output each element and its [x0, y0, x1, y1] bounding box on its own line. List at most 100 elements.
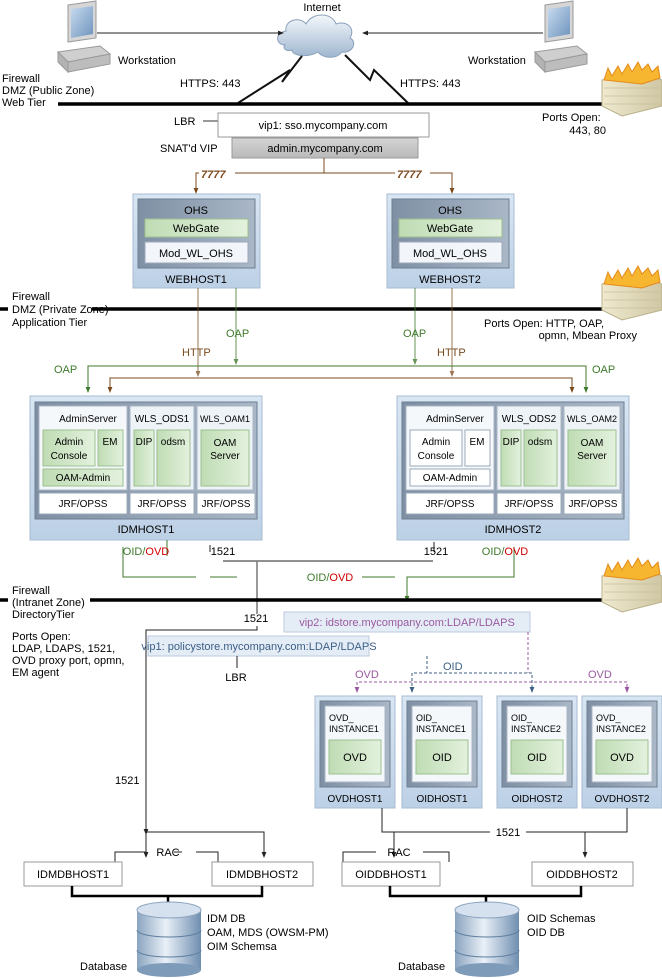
instance-label-2: INSTANCE1	[416, 724, 466, 734]
dir-host-name: OVDHOST2	[594, 794, 649, 805]
oiddbhost1-label: OIDDBHOST1	[355, 869, 427, 881]
oid-db-label-1: OID Schemas	[527, 913, 596, 925]
oid-ovd-label-center: OID/OVD	[307, 572, 354, 584]
jrf-opss-label: JRF/OPSS	[59, 499, 108, 510]
ovd-text: OVD	[329, 572, 353, 584]
fire	[603, 60, 661, 85]
vip1-policystore-label: vip1: policystore.mycompany.com:LDAP/LDA…	[141, 641, 376, 653]
https-link-left	[237, 55, 303, 104]
component-label: OVD	[343, 752, 367, 764]
mod-wl-ohs-label: Mod_WL_OHS	[159, 248, 233, 260]
mod-wl-ohs-label: Mod_WL_OHS	[413, 248, 487, 260]
odsm-box	[156, 429, 191, 487]
workstation-right-label: Workstation	[468, 55, 526, 67]
web-tier-firewall-label-1: Firewall	[2, 73, 40, 85]
db-and-directory-links	[122, 540, 515, 614]
oid-ovd-label-right: OID/OVD	[482, 546, 529, 558]
oap-label-far-right: OAP	[592, 364, 615, 376]
idm-db-link	[143, 626, 258, 835]
fire	[603, 264, 661, 289]
app-tier-ports-label-1: Ports Open: HTTP, OAP,	[484, 318, 604, 330]
idm-db-label-2: OAM, MDS (OWSM-PM)	[207, 927, 329, 939]
dip-box	[500, 429, 522, 487]
web-tier-firewall-label-3: Web Tier	[2, 97, 46, 109]
wls-oam-label: WLS_OAM1	[200, 414, 250, 424]
port-1521-oiddb-label: 1521	[496, 827, 520, 839]
oam-server-label-1: OAM	[581, 438, 604, 449]
vip1-policystore-box	[147, 635, 370, 657]
instance-label-1: OVD_	[596, 713, 622, 723]
odsm-label: odsm	[528, 437, 552, 448]
app-tier-ports-label-2: opmn, Mbean Proxy	[539, 330, 638, 342]
instance-label-2: INSTANCE1	[329, 724, 379, 734]
component-box	[595, 739, 649, 775]
admin-server-label: AdminServer	[59, 414, 117, 425]
oam-admin-box	[409, 468, 491, 487]
slash-text: /	[326, 572, 330, 584]
instance-label-2: INSTANCE2	[511, 724, 561, 734]
port-1521-dir-label: 1521	[244, 613, 268, 625]
oam-server-box	[200, 429, 250, 487]
oam-server-box	[567, 429, 617, 487]
admin-console-box	[409, 429, 463, 467]
ldap-distribution-links	[354, 632, 630, 693]
jrf-opss-label: JRF/OPSS	[426, 499, 475, 510]
instance-label-1: OVD_	[329, 713, 355, 723]
app-tier-links	[85, 288, 589, 393]
instance-label-1: OID_	[511, 713, 533, 723]
dir-tier-firewall-label-1: Firewall	[12, 585, 50, 597]
workstation-left-icon	[56, 0, 112, 74]
firewall-directory-icon	[601, 556, 662, 613]
admin-vip-box	[231, 137, 419, 159]
oid-database-icon	[454, 901, 520, 977]
oam-server-label-1: OAM	[214, 438, 237, 449]
jrf-opss-box	[129, 492, 195, 515]
idmdbhost2-label: IDMDBHOST2	[226, 869, 298, 881]
instance-label-2: INSTANCE2	[596, 724, 646, 734]
app-tier-firewall-label-1: Firewall	[12, 291, 50, 303]
dir-host-name: OIDHOST1	[416, 794, 468, 805]
internet-label: Internet	[303, 2, 340, 14]
webhost-name: WEBHOST2	[419, 274, 481, 286]
wls-oam-label: WLS_OAM2	[567, 414, 617, 424]
jrf-opss-box	[563, 492, 623, 515]
web-tier-firewall-label-2: DMZ (Public Zone)	[2, 85, 94, 97]
dip-label: DIP	[503, 437, 520, 448]
jrf-opss-box	[196, 492, 256, 515]
odsm-label: odsm	[161, 437, 185, 448]
port-1521-idmdb-label: 1521	[115, 775, 139, 787]
snat-vip-label: SNAT'd VIP	[160, 143, 218, 155]
dir-tier-firewall-label-2: (Intranet Zone)	[12, 597, 85, 609]
jrf-opss-box	[496, 492, 562, 515]
idmdbhost1-box	[23, 861, 123, 887]
http-label-right: HTTP	[437, 347, 466, 359]
oam-server-label-2: Server	[577, 451, 607, 462]
http-label-left: HTTP	[182, 347, 211, 359]
oam-server-label-2: Server	[210, 451, 240, 462]
workstation-right-icon	[533, 0, 589, 74]
em-box	[97, 429, 124, 467]
oiddbhost2-box	[531, 861, 634, 887]
em-box	[464, 429, 491, 467]
admin-vip-label: admin.mycompany.com	[267, 143, 382, 155]
idmhost-name: IDMHOST1	[118, 524, 175, 536]
webgate-label: WebGate	[173, 223, 219, 235]
ohs-label: OHS	[184, 205, 208, 217]
oid-text: OID	[482, 546, 502, 558]
component-box	[415, 739, 469, 775]
app-tier-firewall-label-2: DMZ (Private Zone)	[12, 304, 109, 316]
https-link-right	[344, 54, 409, 104]
firewall-web-icon	[601, 60, 662, 117]
idm-db-label-1: IDM DB	[207, 913, 246, 925]
idmhost-1: AdminServerAdminConsoleEMOAM-AdminWLS_OD…	[29, 395, 263, 541]
ohs-label: OHS	[438, 205, 462, 217]
component-label: OVD	[610, 752, 634, 764]
idmhost-name: IDMHOST2	[485, 524, 542, 536]
vip2-idstore-box	[283, 611, 531, 633]
component-box	[328, 739, 382, 775]
admin-console-label-1: Admin	[55, 437, 83, 448]
